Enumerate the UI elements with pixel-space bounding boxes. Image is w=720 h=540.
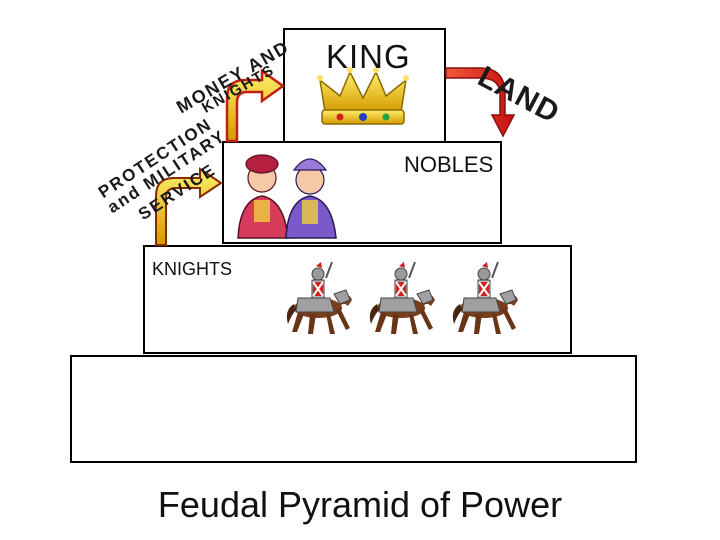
king-level-box xyxy=(283,28,446,146)
knights-label: KNIGHTS xyxy=(152,259,233,279)
knight-on-horse-icon xyxy=(368,261,436,335)
knights-level-box xyxy=(143,245,572,354)
protection-arrow xyxy=(155,167,223,246)
land-arrow xyxy=(445,67,516,138)
nobles-couple-icon xyxy=(237,154,337,239)
knight-on-horse-icon xyxy=(451,261,519,335)
crown-icon xyxy=(317,67,409,125)
nobles-label: NOBLES xyxy=(404,152,494,177)
diagram-title: Feudal Pyramid of Power xyxy=(157,484,563,525)
money-arrow xyxy=(225,68,286,143)
king-label: KING xyxy=(326,38,411,75)
knight-on-horse-icon xyxy=(285,261,353,335)
peasants-level-box xyxy=(70,355,637,463)
